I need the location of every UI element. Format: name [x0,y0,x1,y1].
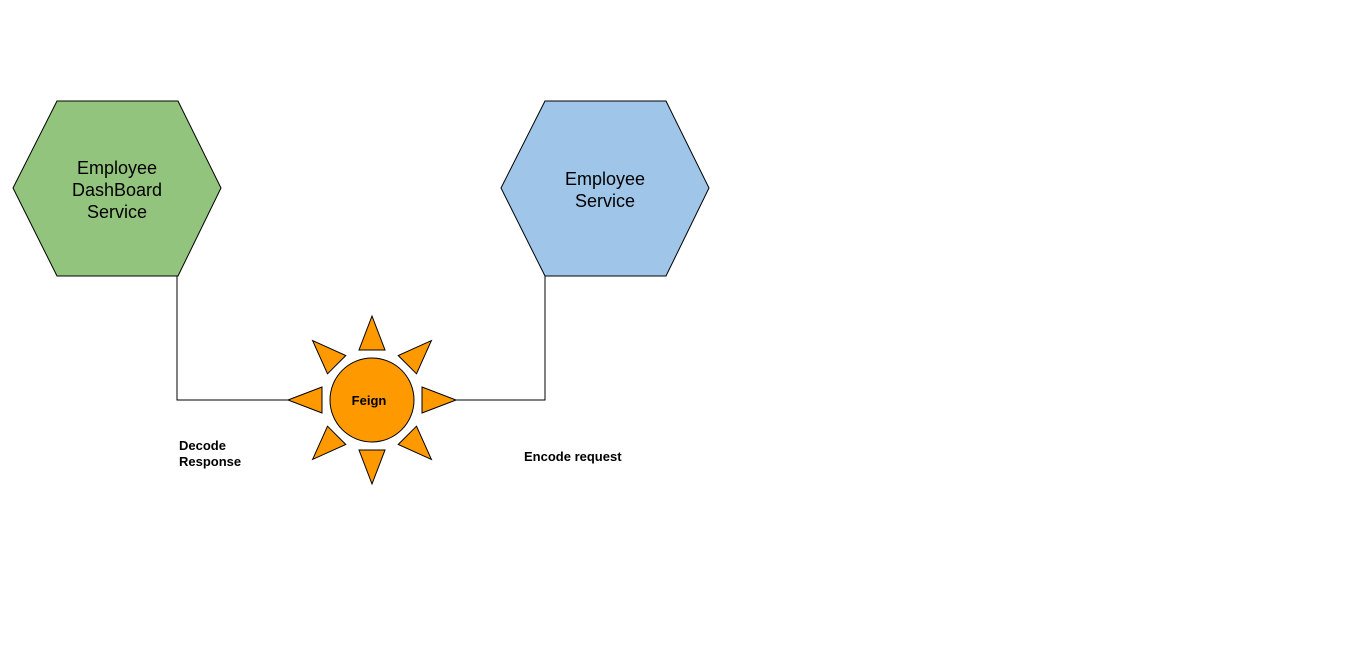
dashboard-service-label-line1: Employee [77,158,157,178]
dashboard-service-hexagon [12,100,222,277]
feign-ray-left [286,386,323,414]
connector-feign-to-employee [455,276,546,401]
node-feign[interactable]: Feign [286,314,458,486]
feign-ray-bottom-right [397,425,433,461]
feign-ray-right [421,386,458,414]
employee-service-label-line1: Employee [565,169,645,189]
employee-service-label-line2: Service [575,191,635,211]
connector-dashboard-to-feign [176,276,290,401]
node-employee-dashboard-service[interactable]: Employee DashBoard Service [12,100,222,277]
feign-ray-top-right [397,339,433,375]
encode-request-label: Encode request [524,449,622,464]
feign-label: Feign [352,393,387,408]
employee-service-hexagon [500,100,710,277]
feign-ray-top [358,314,386,351]
feign-ray-bottom-left [311,425,347,461]
dashboard-service-label-line2: DashBoard [72,180,162,200]
decode-response-label-line2: Response [179,454,241,469]
feign-sun-circle [329,357,415,443]
decode-response-label-line1: Decode [179,438,226,453]
feign-sun-rays [286,314,458,486]
feign-ray-top-left [311,339,347,375]
feign-ray-bottom [358,449,386,486]
dashboard-service-label-line3: Service [87,202,147,222]
node-employee-service[interactable]: Employee Service [500,100,710,277]
